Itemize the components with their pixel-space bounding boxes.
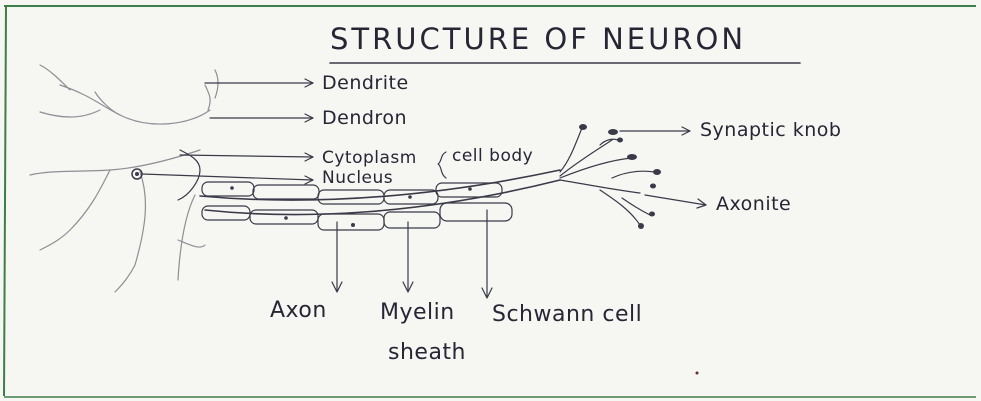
left-border-line <box>4 6 6 396</box>
label-synaptic-knob: Synaptic knob <box>700 119 842 141</box>
label-dendron: Dendron <box>322 107 407 129</box>
page-title: STRUCTURE OF NEURON <box>330 22 746 56</box>
synaptic-knobs <box>579 124 661 229</box>
label-cell-body: cell body <box>452 146 533 166</box>
myelin-sheath-segments <box>202 182 512 230</box>
label-dendrite: Dendrite <box>322 72 409 94</box>
label-axon: Axon <box>270 298 327 323</box>
label-cytoplasm: Cytoplasm <box>322 148 417 168</box>
label-myelin: Myelin <box>380 300 455 325</box>
nucleus-core <box>135 172 139 176</box>
label-nucleus: Nucleus <box>322 168 393 188</box>
axon-terminals <box>560 128 655 225</box>
ink-speck <box>696 372 699 375</box>
label-schwann-cell: Schwann cell <box>492 302 642 327</box>
cell-body-bracket <box>438 152 446 178</box>
label-arrows <box>142 79 706 298</box>
label-axonite: Axonite <box>716 193 791 215</box>
dendrites <box>30 65 218 292</box>
label-sheath: sheath <box>388 340 466 365</box>
